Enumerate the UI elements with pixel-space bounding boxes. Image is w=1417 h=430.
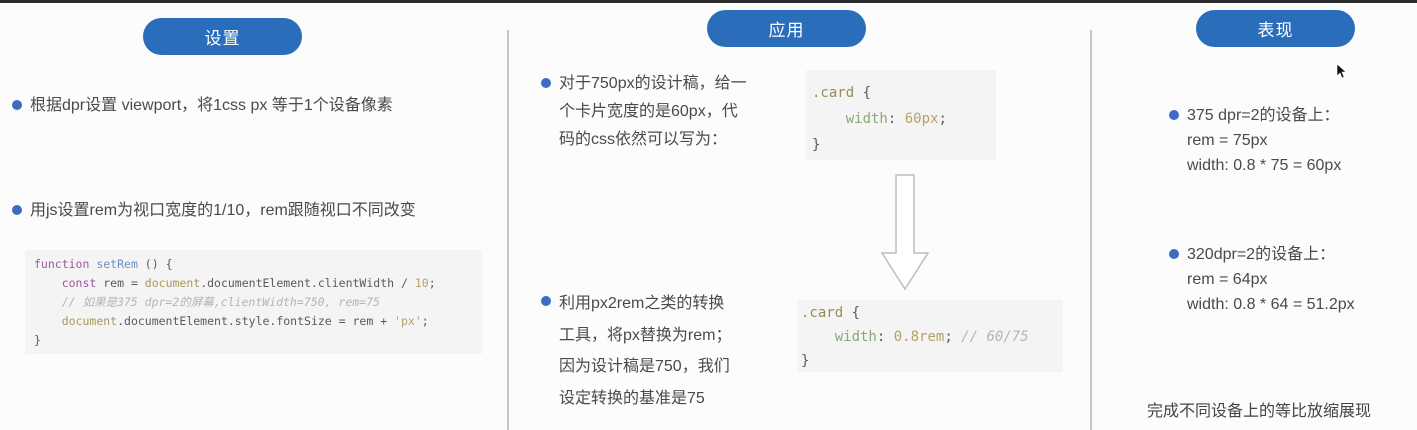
code-line: .card { xyxy=(801,301,1063,325)
bullet-dot-icon xyxy=(541,78,551,88)
column-divider-2 xyxy=(1090,30,1092,430)
code-line: document.documentElement.style.fontSize … xyxy=(34,312,482,331)
setup-bullet-1: 根据dpr设置 viewport，将1css px 等于1个设备像素 xyxy=(12,94,393,118)
code-token: rem = xyxy=(96,276,145,290)
down-arrow-icon xyxy=(880,174,930,291)
result-title: 表现 xyxy=(1257,21,1294,40)
code-line: width: 0.8rem; // 60/75 xyxy=(801,325,1063,349)
card-rem-code-block: .card { width: 0.8rem; // 60/75} xyxy=(797,300,1063,372)
result-case-2-width: width: 0.8 * 64 = 51.2px xyxy=(1187,296,1355,313)
code-token: width xyxy=(834,329,877,345)
code-line: width: 60px; xyxy=(812,106,996,132)
code-line: function setRem () { xyxy=(34,255,482,274)
code-token: const xyxy=(61,276,97,290)
code-token: ; xyxy=(428,276,436,290)
code-token: { xyxy=(843,305,861,321)
apply-bullet-2-line-4: 设定转换的基准是75 xyxy=(559,389,705,407)
apply-bullet-1-line-3: 码的css依然可以写为： xyxy=(559,131,728,148)
code-token: 60px xyxy=(904,111,939,127)
code-token: } xyxy=(34,333,41,347)
code-token: { xyxy=(854,85,872,101)
setup-title-pill: 设置 xyxy=(143,18,302,55)
apply-bullet-2-line-2: 工具，将px替换为rem； xyxy=(559,326,732,344)
code-token xyxy=(34,314,62,328)
code-token: .documentElement.clientWidth / xyxy=(200,276,415,290)
setup-bullet-2-text: 用js设置rem为视口宽度的1/10，rem跟随视口不同改变 xyxy=(30,202,416,219)
code-token: ; xyxy=(421,314,429,328)
column-divider-1 xyxy=(507,30,509,430)
apply-bullet-2-line-3: 因为设计稿是750，我们 xyxy=(559,358,730,375)
code-token xyxy=(801,329,835,345)
apply-bullet-1-line-2: 个卡片宽度的是60px，代 xyxy=(559,103,738,120)
code-token: // 如果是375 dpr=2的屏幕,clientWidth=750, rem=… xyxy=(34,295,380,309)
result-case-1: 375 dpr=2的设备上： rem = 75px width: 0.8 * 7… xyxy=(1169,103,1341,178)
code-token: .card xyxy=(812,85,855,101)
set-rem-code-block: function setRem () { const rem = documen… xyxy=(25,250,482,354)
code-token: .card xyxy=(801,305,844,321)
setup-bullet-1-text: 根据dpr设置 viewport，将1css px 等于1个设备像素 xyxy=(30,97,393,114)
code-token: : xyxy=(876,329,894,345)
result-conclusion: 完成不同设备上的等比放缩展现 xyxy=(1147,403,1372,420)
apply-bullet-2: 利用px2rem之类的转换 工具，将px替换为rem； 因为设计稿是750，我们… xyxy=(541,288,731,414)
top-bar xyxy=(0,0,1417,3)
result-title-pill: 表现 xyxy=(1196,10,1355,47)
apply-bullet-1-line-1: 对于750px的设计稿，给一 xyxy=(559,75,747,92)
code-token: : xyxy=(887,111,905,127)
setup-bullet-2: 用js设置rem为视口宽度的1/10，rem跟随视口不同改变 xyxy=(12,199,416,223)
code-token: .documentElement.style.fontSize = rem + xyxy=(117,314,395,328)
bullet-dot-icon xyxy=(1169,249,1179,259)
code-token: document xyxy=(61,314,118,328)
code-token: ; xyxy=(944,329,962,345)
code-token: } xyxy=(812,137,821,153)
code-token: 0.8rem xyxy=(893,329,945,345)
bullet-dot-icon xyxy=(12,205,22,215)
bullet-dot-icon xyxy=(1169,110,1179,120)
result-case-1-heading: 375 dpr=2的设备上： xyxy=(1187,107,1340,124)
apply-title: 应用 xyxy=(768,21,805,40)
apply-bullet-1: 对于750px的设计稿，给一 个卡片宽度的是60px，代 码的css依然可以写为… xyxy=(541,70,747,154)
code-token: function xyxy=(34,257,90,271)
apply-title-pill: 应用 xyxy=(707,10,866,47)
apply-bullet-2-line-1: 利用px2rem之类的转换 xyxy=(559,295,725,312)
result-case-1-width: width: 0.8 * 75 = 60px xyxy=(1187,157,1342,174)
code-token: ; xyxy=(938,111,947,127)
code-line: .card { xyxy=(812,80,996,106)
code-token: document xyxy=(144,276,201,290)
card-px-code-block: .card { width: 60px;} xyxy=(806,70,996,160)
code-token: () { xyxy=(137,257,173,271)
bullet-dot-icon xyxy=(12,100,22,110)
setup-title: 设置 xyxy=(204,29,241,48)
code-line: // 如果是375 dpr=2的屏幕,clientWidth=750, rem=… xyxy=(34,293,482,312)
result-case-2-heading: 320dpr=2的设备上： xyxy=(1187,246,1336,263)
result-case-2: 320dpr=2的设备上： rem = 64px width: 0.8 * 64… xyxy=(1169,242,1355,317)
code-line: } xyxy=(34,331,482,350)
code-line: } xyxy=(801,349,1063,373)
code-line: } xyxy=(812,132,996,158)
code-token: setRem xyxy=(96,257,138,271)
code-line: const rem = document.documentElement.cli… xyxy=(34,274,482,293)
code-token: width xyxy=(845,111,888,127)
result-case-2-rem: rem = 64px xyxy=(1187,271,1268,288)
code-token xyxy=(34,276,62,290)
mouse-cursor-icon xyxy=(1337,64,1347,79)
code-token: 10 xyxy=(414,276,429,290)
code-token: } xyxy=(801,353,810,369)
code-token xyxy=(812,111,846,127)
code-token: 'px' xyxy=(394,314,422,328)
code-token: // 60/75 xyxy=(961,329,1029,345)
result-case-1-rem: rem = 75px xyxy=(1187,132,1268,149)
bullet-dot-icon xyxy=(541,296,551,306)
